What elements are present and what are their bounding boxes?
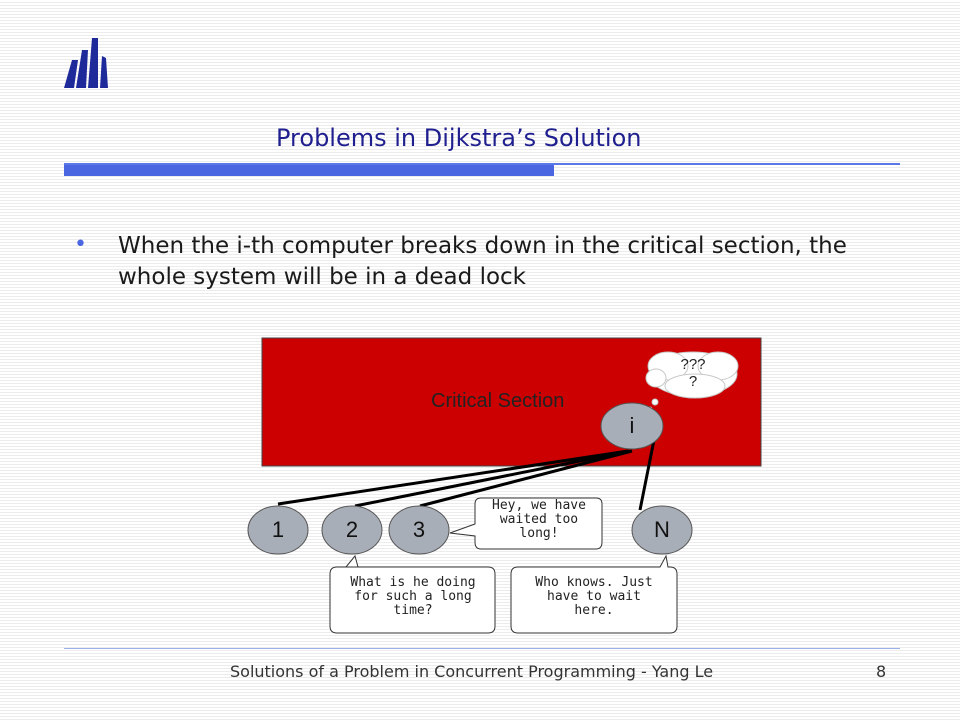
node-n [631, 505, 693, 555]
thought-cloud-text: ??? ? [680, 356, 706, 390]
slide-title: Problems in Dijkstra’s Solution [276, 124, 642, 152]
footer-divider [64, 648, 900, 649]
node-i-label: i [629, 413, 635, 438]
title-underline [64, 163, 900, 165]
speech-bubble-node-n [510, 554, 678, 634]
node-2 [321, 505, 383, 555]
node-1 [247, 505, 309, 555]
node-1-label: 1 [271, 517, 285, 542]
page-number: 8 [876, 662, 887, 681]
node-i [600, 402, 664, 450]
node-2-label: 2 [345, 517, 359, 542]
connection-lines [277, 439, 656, 511]
node-3-label: 3 [412, 517, 426, 542]
university-logo [64, 38, 108, 88]
speech-bubble-node3 [449, 497, 603, 550]
footer-text: Solutions of a Problem in Concurrent Pro… [230, 662, 714, 681]
node-3 [388, 505, 450, 555]
speech-text-node3: Hey, we have waited too long! [492, 498, 586, 541]
title-accent-bar [64, 165, 554, 176]
node-n-label: N [654, 517, 670, 542]
bullet-text: When the i-th computer breaks down in th… [118, 233, 847, 290]
thought-cloud [645, 351, 739, 412]
speech-text-node-n: Who knows. Just have to wait here. [535, 575, 653, 618]
bullet-marker: • [74, 232, 87, 257]
critical-section-label: Critical Section [431, 390, 565, 412]
speech-text-node2: What is he doing for such a long time? [350, 575, 476, 618]
speech-bubble-node2 [329, 554, 496, 634]
